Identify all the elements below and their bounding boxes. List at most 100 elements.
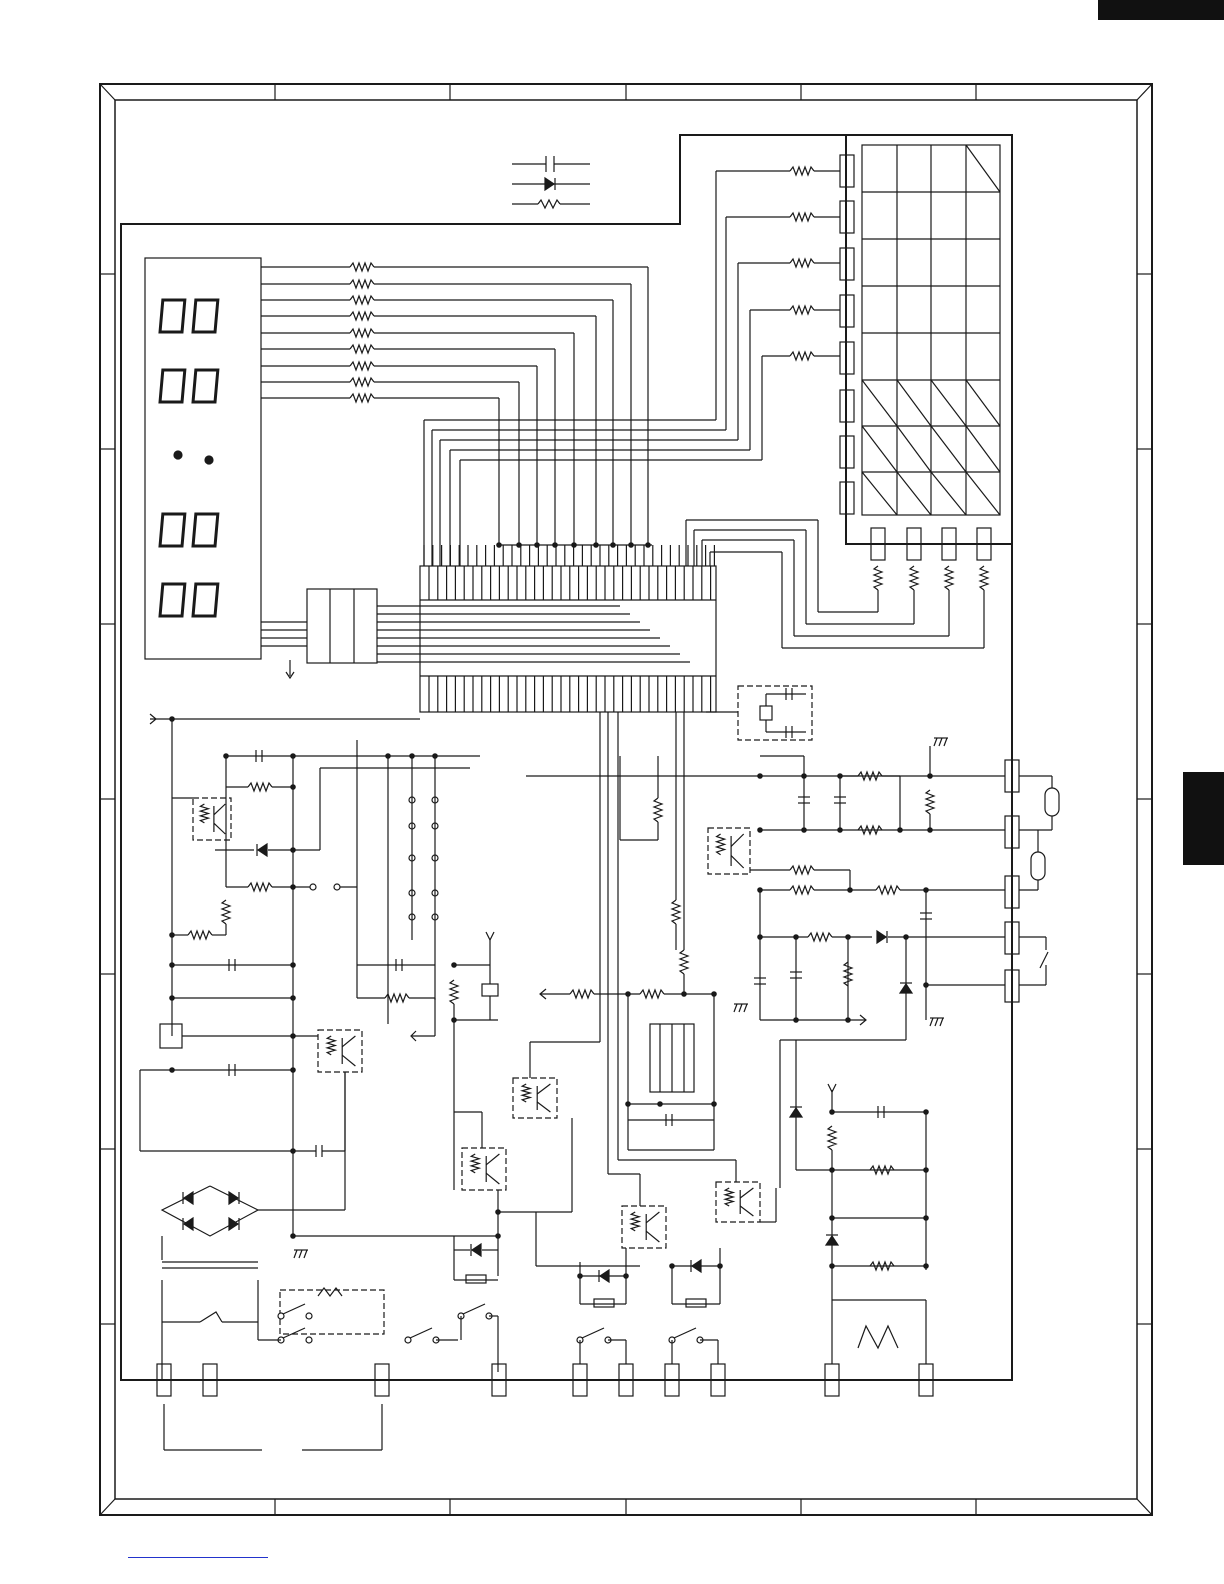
resistor <box>350 280 374 288</box>
transistor <box>622 1206 666 1248</box>
junction-dot <box>802 774 806 778</box>
junction-dot <box>410 754 414 758</box>
resistor <box>945 566 953 590</box>
junction-dot <box>291 848 295 852</box>
lamp <box>1031 852 1045 880</box>
junction-dot <box>496 1210 500 1214</box>
resistor <box>910 566 918 590</box>
junction-dot <box>924 888 928 892</box>
diode <box>691 1260 701 1272</box>
junction-dot <box>838 828 842 832</box>
junction-dot <box>291 1068 295 1072</box>
diode <box>471 1244 481 1256</box>
diode <box>877 931 887 943</box>
colon-dot <box>205 456 213 464</box>
resistor <box>350 296 374 304</box>
ground-symbol <box>734 1004 748 1012</box>
keypad-matrix <box>846 135 1012 544</box>
digit-driver-ic <box>261 589 377 678</box>
junction-dot <box>291 1034 295 1038</box>
transistor <box>193 798 231 840</box>
lamp <box>1045 788 1059 816</box>
diode <box>229 1218 239 1230</box>
junction-dot <box>170 963 174 967</box>
junction-dot <box>452 1018 456 1022</box>
digit-row-1 <box>160 300 218 332</box>
diode <box>183 1218 193 1230</box>
junction-dot <box>433 754 437 758</box>
footer-link-underline <box>128 1557 268 1558</box>
junction-dot <box>848 888 852 892</box>
resistor <box>350 329 374 337</box>
junction-dot <box>452 963 456 967</box>
resistor-block <box>594 1299 614 1307</box>
junction-dot <box>758 888 762 892</box>
junction-dot <box>170 933 174 937</box>
junction-dot <box>802 828 806 832</box>
junction-dot <box>578 1274 582 1278</box>
junction-dot <box>291 963 295 967</box>
test-point <box>306 1313 312 1319</box>
resistor <box>350 345 374 353</box>
junction-dot <box>682 992 686 996</box>
junction-dot <box>170 717 174 721</box>
junction-dot <box>928 828 932 832</box>
junction-dot <box>924 1110 928 1114</box>
test-point <box>310 884 316 890</box>
resistor <box>327 1036 335 1055</box>
resistor <box>570 990 594 998</box>
bridge-rectifier <box>162 1186 258 1236</box>
power-supply-section <box>140 714 498 1380</box>
ground-symbol <box>294 1250 308 1258</box>
fuse <box>160 1024 182 1048</box>
resistor <box>350 394 374 402</box>
resistor <box>808 933 832 941</box>
resistor <box>188 931 212 939</box>
symbol-legend <box>512 156 590 208</box>
capacitor <box>316 1145 322 1157</box>
resistor <box>471 1154 479 1173</box>
diode <box>183 1192 193 1204</box>
test-point <box>334 884 340 890</box>
resistor <box>926 790 934 814</box>
resistor <box>876 886 900 894</box>
resistor <box>450 980 458 1004</box>
resistor <box>522 1084 530 1102</box>
junction-dot <box>830 1264 834 1268</box>
junction-dot <box>170 996 174 1000</box>
resistor <box>790 259 814 267</box>
main-microcontroller-ic <box>377 566 716 712</box>
junction-dot <box>291 996 295 1000</box>
junction-dot <box>291 785 295 789</box>
junction-dot <box>794 1018 798 1022</box>
resistor <box>222 900 230 924</box>
junction-dot <box>898 828 902 832</box>
junction-dot <box>626 992 630 996</box>
sensor-relay-section <box>293 712 1059 1364</box>
test-point <box>306 1337 312 1343</box>
resistor <box>790 213 814 221</box>
resistor <box>200 804 208 823</box>
junction-dot <box>846 935 850 939</box>
pcb-outline <box>121 135 1012 1380</box>
junction-dot <box>928 774 932 778</box>
switch <box>458 1304 492 1319</box>
switch <box>577 1328 611 1343</box>
resistor <box>350 378 374 386</box>
resistor <box>654 798 662 822</box>
junction-dot <box>626 1102 630 1106</box>
junction-dot <box>830 1216 834 1220</box>
junction-dot <box>758 828 762 832</box>
bottom-connectors <box>157 1328 933 1450</box>
ground-symbol <box>934 738 948 746</box>
digit-row-4 <box>160 584 218 616</box>
ceramic-resonator <box>482 984 498 996</box>
junction-dot <box>496 1234 500 1238</box>
resistor <box>874 566 882 590</box>
diode <box>257 844 267 856</box>
junction-dot <box>718 1264 722 1268</box>
diode <box>900 983 912 993</box>
junction-dot <box>830 1168 834 1172</box>
resistor <box>790 167 814 175</box>
